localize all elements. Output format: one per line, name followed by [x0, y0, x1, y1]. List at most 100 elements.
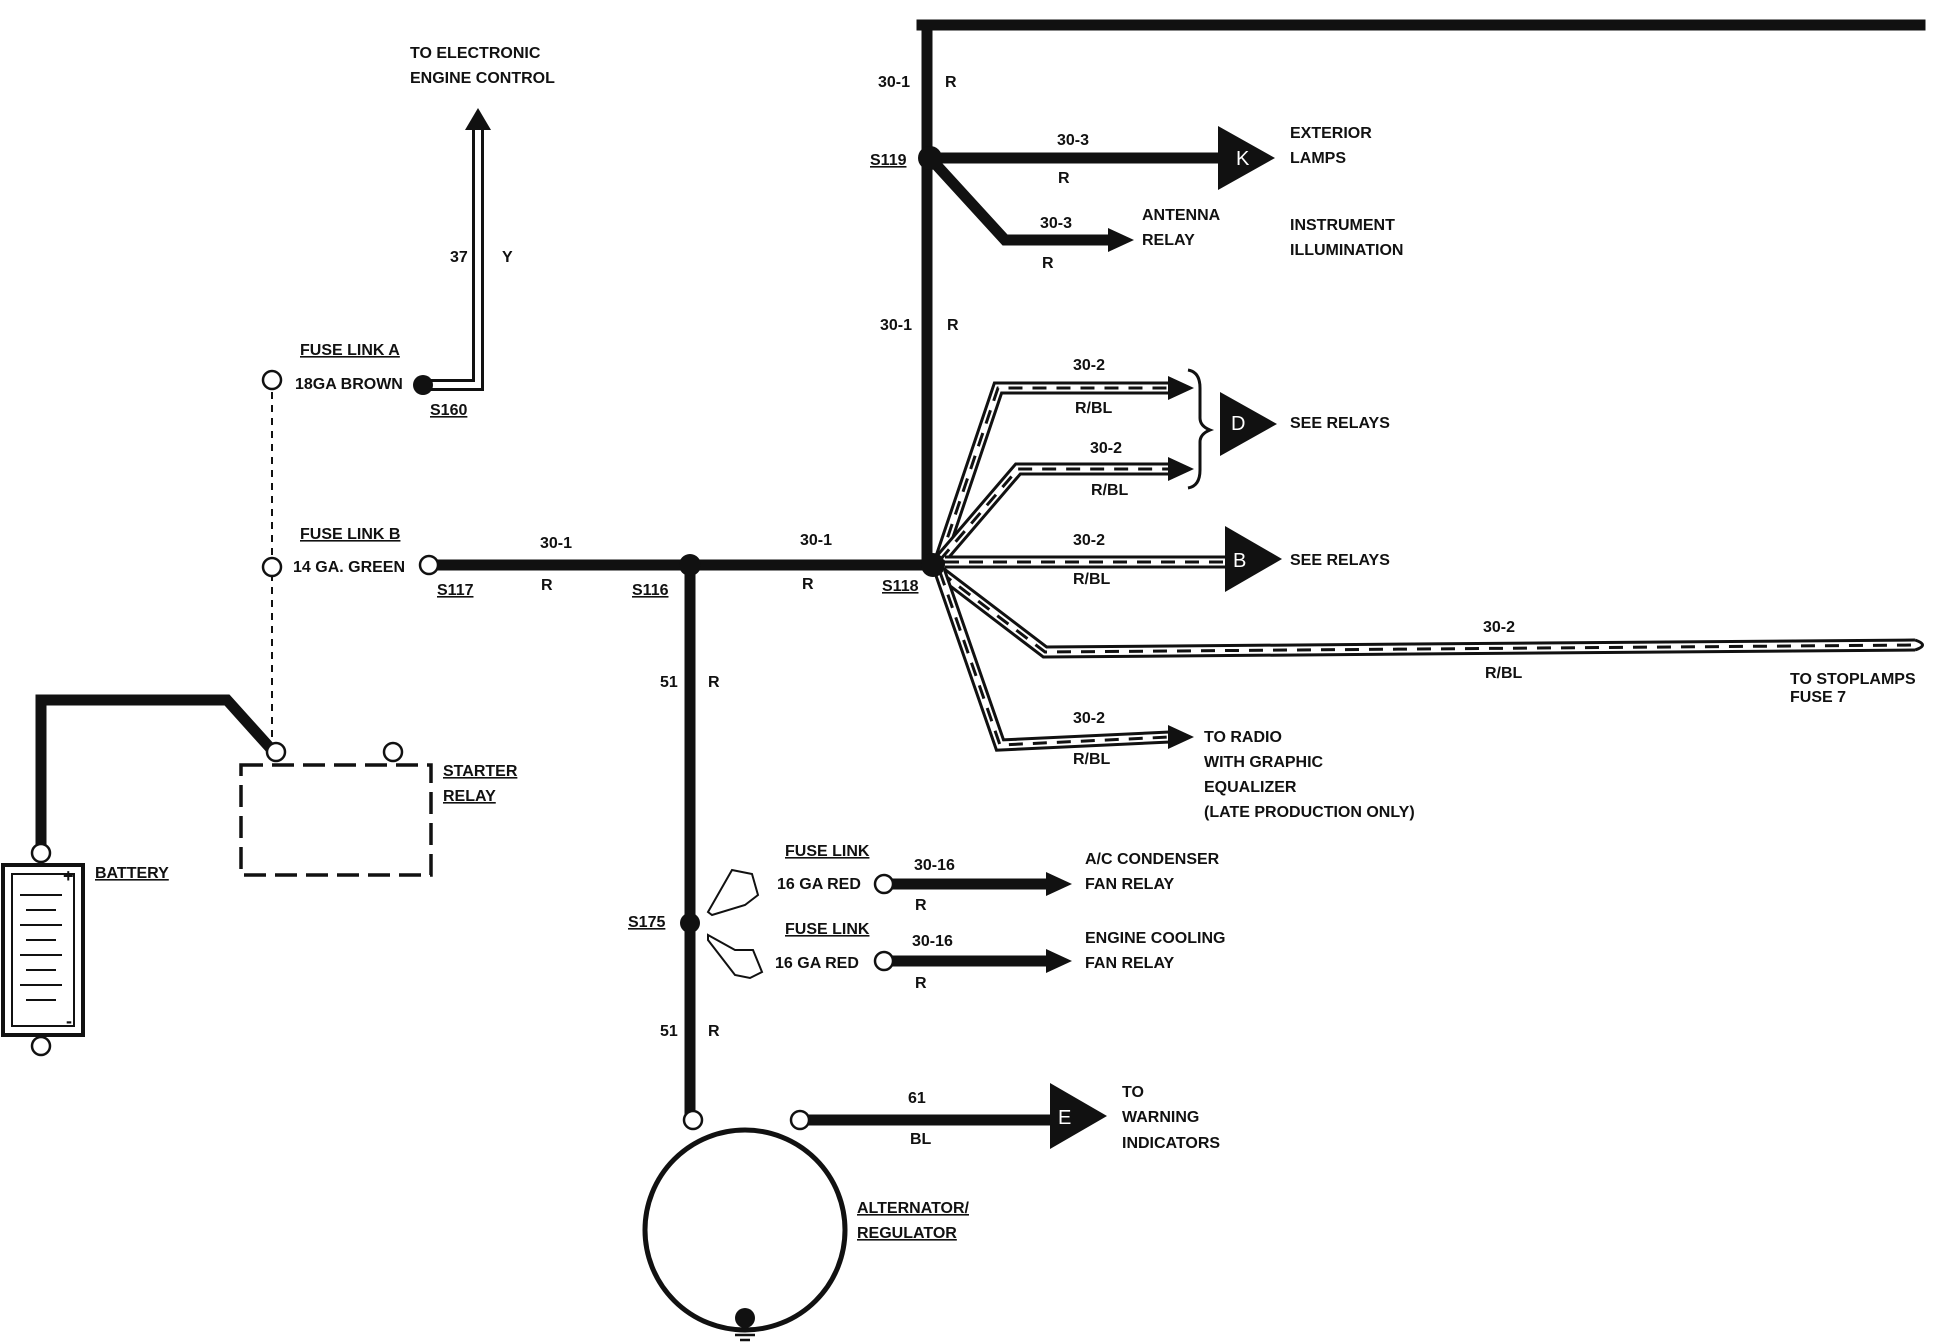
fuse-link-a-terminal	[261, 369, 283, 391]
stoplamp-wire-end	[1914, 638, 1924, 652]
alternator-label-1: ALTERNATOR/	[857, 1200, 970, 1217]
alternator-terminal-i	[789, 1109, 811, 1131]
cooling-arrow	[1046, 949, 1072, 973]
stoplamps-2: FUSE 7	[1790, 689, 1846, 706]
striped-wire-d2-inner	[937, 465, 1170, 563]
labels: TO ELECTRONIC ENGINE CONTROL 37 Y FUSE L…	[95, 45, 1916, 1242]
battery-label: BATTERY	[95, 865, 169, 882]
circuit-30-16-ac-color: R	[915, 897, 927, 914]
battery: + -	[1, 842, 85, 1057]
circuit-30-1-top: 30-1	[878, 74, 910, 91]
starter-relay-label-1: STARTER	[443, 763, 518, 780]
connector-d: D	[1220, 392, 1277, 456]
warning-3: INDICATORS	[1122, 1135, 1220, 1152]
fuse-link-a-title: FUSE LINK A	[300, 342, 400, 359]
splice-s175-label: S175	[628, 914, 665, 931]
battery-negative-terminal	[30, 1035, 52, 1057]
battery-plus: +	[63, 866, 74, 886]
antenna-relay-1: ANTENNA	[1142, 207, 1221, 224]
wire-37-inner	[423, 128, 481, 388]
splice-s175	[680, 913, 700, 933]
circuit-30-16-ec-color: R	[915, 975, 927, 992]
circuit-30-16-ac: 30-16	[914, 857, 955, 874]
connector-b: B	[1225, 526, 1282, 592]
ac-condenser-1: A/C CONDENSER	[1085, 851, 1220, 868]
radio-3: EQUALIZER	[1204, 779, 1297, 796]
alternator	[642, 1109, 848, 1342]
circuit-30-1-top-color: R	[945, 74, 957, 91]
circuit-30-3-ant-color: R	[1042, 255, 1054, 272]
circuit-30-2-stop-color: R/BL	[1485, 665, 1523, 682]
circuit-30-2-radio-color: R/BL	[1073, 751, 1111, 768]
striped-wire-stoplamps-stripe	[939, 570, 1916, 654]
fuse-link-cooling-terminal	[873, 950, 895, 972]
engine-cooling-1: ENGINE COOLING	[1085, 930, 1225, 947]
instrument-illum-1: INSTRUMENT	[1290, 217, 1395, 234]
fuse-link-b-spec: 14 GA. GREEN	[293, 559, 405, 576]
connector-k: K	[1218, 126, 1275, 190]
striped-wire-radio-stripe	[938, 571, 1171, 747]
d1-arrow	[1168, 376, 1194, 400]
see-relays-d: SEE RELAYS	[1290, 415, 1390, 432]
circuit-30-3-k: 30-3	[1057, 132, 1089, 149]
circuit-51-top-color: R	[708, 674, 720, 691]
eec-label-2: ENGINE CONTROL	[410, 70, 555, 87]
circuit-51-bot: 51	[660, 1023, 678, 1040]
splice-s118	[921, 553, 945, 577]
fuse-link-symbols	[706, 868, 764, 980]
fuse-link-ac-title: FUSE LINK	[785, 843, 870, 860]
instrument-illum-2: ILLUMINATION	[1290, 242, 1403, 259]
alternator-terminal-b	[682, 1109, 704, 1131]
striped-wire-d1-stripe	[938, 386, 1170, 561]
radio-arrow	[1168, 725, 1194, 749]
alternator-label-2: REGULATOR	[857, 1225, 957, 1242]
circuit-30-2-d1-color: R/BL	[1075, 400, 1113, 417]
connector-d-letter: D	[1231, 413, 1245, 435]
ac-condenser-2: FAN RELAY	[1085, 876, 1175, 893]
starter-relay	[239, 741, 433, 877]
splice-s160-label: S160	[430, 402, 467, 419]
circuit-30-2-b-color: R/BL	[1073, 571, 1111, 588]
circuit-30-2-d2-color: R/BL	[1091, 482, 1129, 499]
wire-30-3-antenna	[922, 150, 1116, 246]
warning-2: WARNING	[1122, 1109, 1199, 1126]
fuse-link-ac-terminal	[873, 873, 895, 895]
circuit-30-16-ec: 30-16	[912, 933, 953, 950]
splice-s119	[918, 146, 942, 170]
striped-wires	[933, 381, 1916, 752]
eec-arrow	[465, 108, 491, 130]
battery-cable	[35, 694, 280, 858]
connector-b-letter: B	[1233, 550, 1246, 572]
fuse-link-b-title: FUSE LINK B	[300, 526, 400, 543]
circuit-51-bot-color: R	[708, 1023, 720, 1040]
circuit-61-color: BL	[910, 1131, 932, 1148]
fuse-link-b-terminal	[261, 556, 283, 578]
circuit-37-color: Y	[502, 249, 513, 266]
circuit-37: 37	[450, 249, 468, 266]
starter-relay-terminal-1	[265, 741, 287, 763]
circuit-30-2-stop: 30-2	[1483, 619, 1515, 636]
battery-positive-terminal	[30, 842, 52, 864]
splices	[261, 146, 945, 972]
antenna-arrow	[1108, 228, 1134, 252]
s117-terminal	[418, 554, 440, 576]
circuit-30-3-ant: 30-3	[1040, 215, 1072, 232]
engine-cooling-2: FAN RELAY	[1085, 955, 1175, 972]
splice-s160	[413, 375, 433, 395]
circuit-30-1-a: 30-1	[540, 535, 572, 552]
wires	[35, 19, 1926, 1126]
circuit-30-2-b: 30-2	[1073, 532, 1105, 549]
circuit-30-1-mid-color: R	[947, 317, 959, 334]
circuit-30-2-radio: 30-2	[1073, 710, 1105, 727]
circuit-61: 61	[908, 1090, 926, 1107]
splice-s119-label: S119	[870, 152, 907, 169]
splice-s116	[679, 554, 701, 576]
connector-k-letter: K	[1236, 148, 1250, 170]
warning-1: TO	[1122, 1084, 1144, 1101]
splice-s118-label: S118	[882, 578, 919, 595]
ac-arrow	[1046, 872, 1072, 896]
radio-2: WITH GRAPHIC	[1204, 754, 1324, 771]
relay-brace	[1187, 368, 1215, 490]
circuit-30-2-d2: 30-2	[1090, 440, 1122, 457]
